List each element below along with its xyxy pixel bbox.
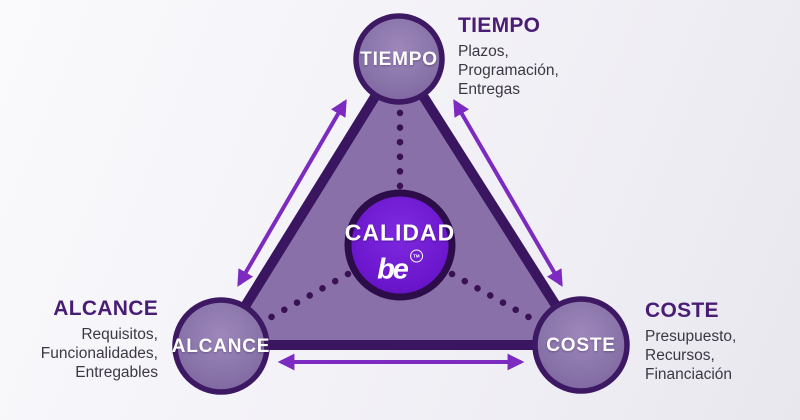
coste-details: Presupuesto, Recursos, Financiación — [645, 328, 737, 384]
tiempo-circle-label: TIEMPO — [360, 49, 438, 70]
alcance-details: Requisitos, Funcionalidades, Entregables — [40, 326, 158, 382]
coste-heading: COSTE — [645, 299, 719, 322]
alcance-heading: ALCANCE — [53, 297, 158, 320]
calidad-circle — [344, 189, 456, 301]
coste-circle — [532, 296, 630, 394]
be-logo-text: be — [377, 253, 409, 286]
tiempo-circle — [353, 13, 445, 105]
calidad-label: CALIDAD — [344, 219, 456, 246]
coste-circle-label: COSTE — [546, 335, 616, 356]
arrow-tiempo-alcance — [237, 99, 347, 287]
alcance-circle-label: ALCANCE — [171, 336, 271, 357]
tiempo-details: Plazos, Programación, Entregas — [458, 43, 559, 99]
coste-annotation: COSTE Presupuesto, Recursos, Financiació… — [645, 299, 736, 384]
alcance-circle — [172, 297, 270, 395]
trademark-icon: TM — [409, 249, 423, 263]
tiempo-annotation: TIEMPO Plazos, Programación, Entregas — [458, 14, 559, 99]
tiempo-heading: TIEMPO — [458, 14, 541, 37]
arrow-tiempo-coste — [453, 99, 563, 287]
alcance-annotation: ALCANCE Requisitos, Funcionalidades, Ent… — [0, 297, 158, 382]
